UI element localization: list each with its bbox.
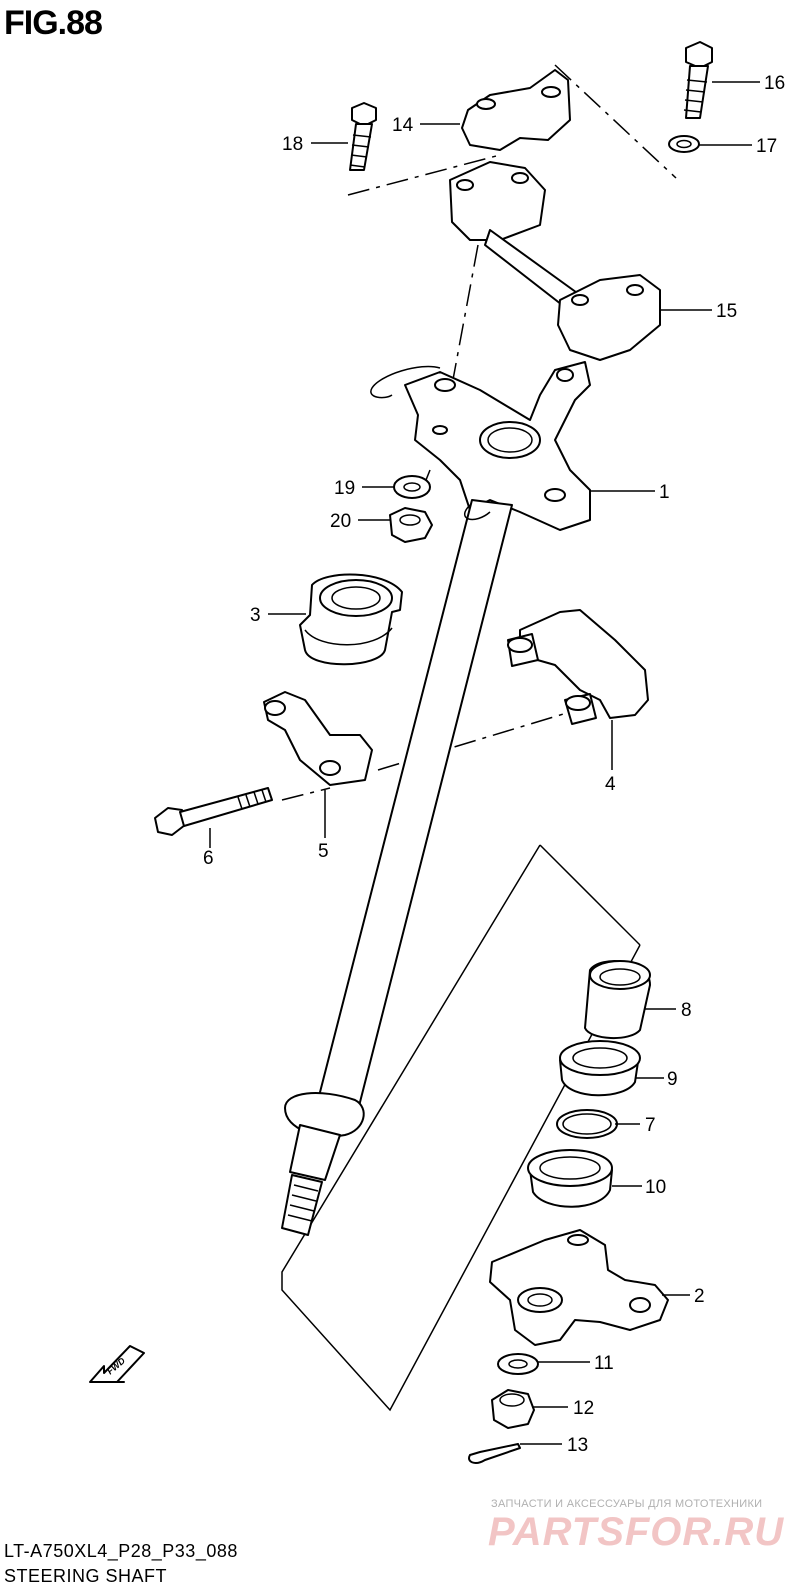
part-10-bearing [527, 1149, 613, 1208]
callout-1: 1 [659, 482, 670, 503]
callout-3: 3 [250, 605, 261, 626]
callout-18: 18 [282, 134, 303, 155]
model-code: LT-A750XL4_P28_P33_088 [4, 1541, 238, 1561]
part-14-upper-clamp [461, 69, 571, 151]
part-20-nut [389, 507, 433, 543]
figure-caption: STEERING SHAFT [4, 1566, 168, 1586]
callout-7: 7 [645, 1115, 656, 1136]
part-11-washer [497, 1353, 539, 1375]
callout-19: 19 [334, 478, 355, 499]
part-15-handlebar-holder [449, 161, 661, 361]
callout-6: 6 [203, 848, 214, 869]
callout-11: 11 [594, 1353, 614, 1374]
part-4-holder [507, 609, 649, 725]
callout-20: 20 [330, 511, 351, 532]
part-16-bolt [683, 41, 713, 119]
assembly-line [451, 244, 479, 386]
part-2-steering-arm [489, 1229, 669, 1346]
callout-12: 12 [573, 1398, 594, 1419]
callout-16: 16 [764, 73, 785, 94]
callout-10: 10 [645, 1177, 666, 1198]
steering-shaft [281, 499, 513, 1236]
watermark-logo: PARTSFOR.RU [488, 1510, 785, 1554]
callout-4: 4 [605, 774, 616, 795]
part-9-seal [559, 1040, 641, 1097]
callout-17: 17 [756, 136, 777, 157]
callout-2: 2 [694, 1286, 705, 1307]
watermark-tagline: ЗАПЧАСТИ И АКСЕССУАРЫ ДЛЯ МОТОТЕХНИКИ [491, 1498, 763, 1510]
part-18-bolt [349, 102, 377, 171]
part-5-clamp [263, 691, 373, 786]
assembly-line [554, 64, 677, 179]
part-12-nut [491, 1389, 535, 1429]
part-1-steering-bracket [370, 361, 591, 531]
part-3-bushing [299, 573, 403, 666]
assembly-line [281, 787, 331, 801]
callout-8: 8 [681, 1000, 692, 1021]
assembly-line [347, 154, 501, 196]
assembly-line [377, 711, 571, 771]
figure-title: FIG.88 [4, 4, 103, 42]
callout-9: 9 [667, 1069, 678, 1090]
callout-5: 5 [318, 841, 329, 862]
part-6-bolt [154, 787, 273, 836]
assembly-line [539, 844, 641, 946]
part-17-washer [668, 135, 700, 153]
assembly-line [281, 844, 641, 1412]
part-8-bushing [584, 960, 651, 1040]
callout-13: 13 [567, 1435, 588, 1456]
part-13-cotter-pin [468, 1443, 521, 1464]
part-19-washer [393, 475, 431, 499]
callout-14: 14 [392, 115, 414, 136]
fwd-arrow-icon: FWD [89, 1345, 145, 1383]
callout-15: 15 [716, 301, 737, 322]
